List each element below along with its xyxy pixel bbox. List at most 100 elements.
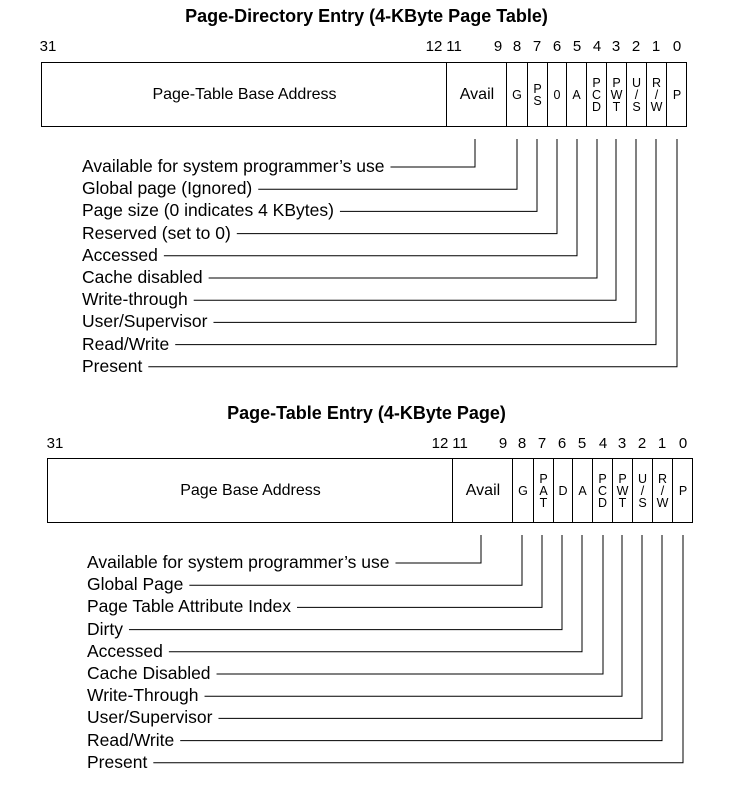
flag-label: R [657,471,668,486]
legend-label: Write-through [82,289,188,310]
flag-label: D [558,483,568,498]
bit-number: 31 [46,435,64,452]
flag-label: S [632,99,641,114]
legend-label: Read/Write [82,333,170,354]
bit-number: 7 [537,435,547,452]
legend-label: Page size (0 indicates 4 KBytes) [82,200,334,221]
avail-field: Avail [452,459,513,522]
flag-label: T [618,495,627,510]
bit-number: 1 [651,38,661,55]
flag-bit-cell: A [572,459,592,522]
legend-label: Page Table Attribute Index [87,596,291,617]
bit-number: 2 [631,38,641,55]
flag-label: U [637,471,648,486]
flag-label: C [597,483,608,498]
base-address-field: Page Base Address [180,481,321,499]
flag-label: A [578,483,587,498]
bit-number: 11 [446,38,462,55]
flag-bit-cell: A [566,63,586,126]
flag-label: P [539,471,548,486]
bit-number: 12 [431,435,449,452]
bit-number: 4 [592,38,602,55]
flag-bit-cell: G [506,63,527,126]
flag-label: T [539,495,548,510]
flag-label: / [660,483,665,498]
flag-label: P [592,75,601,90]
legend-label: Global page (Ignored) [82,178,253,199]
flag-label: P [612,75,621,90]
bit-number: 3 [611,38,621,55]
flag-label: D [591,99,602,114]
legend-label: Dirty [87,618,123,639]
legend-label: Accessed [87,640,163,661]
bit-number: 5 [572,38,582,55]
bit-number: 9 [493,38,503,55]
legend-label: Write-Through [87,685,199,706]
bit-number: 6 [552,38,562,55]
avail-field: Avail [446,63,507,126]
flag-bit-cell: P [666,63,687,126]
flag-label: W [610,87,623,102]
bit-number: 7 [532,38,542,55]
flag-bit-cell: R/W [652,459,672,522]
legend-label: Cache disabled [82,267,203,287]
legend-label: Available for system programmer’s use [82,156,385,176]
flag-bit-cell: U/S [632,459,652,522]
flag-label: S [533,93,542,108]
flag-bit-cell: P [672,459,693,522]
legend-label: Global Page [87,574,184,595]
flag-label: P [598,471,607,486]
flag-label: U [631,75,642,90]
legend-label: Present [82,355,143,376]
bit-number: 8 [517,435,527,452]
flag-label: W [656,495,669,510]
flag-label: / [634,87,639,102]
flag-bit-cell: R/W [646,63,666,126]
flag-label: P [672,87,682,102]
bit-number: 12 [425,38,443,55]
flag-label: W [616,483,629,498]
legend-label: User/Supervisor [87,707,213,728]
bit-number: 8 [512,38,522,55]
legend-label: Cache Disabled [87,663,211,683]
bit-number: 11 [452,435,468,452]
flag-label: R [651,75,662,90]
flag-label: A [572,87,581,102]
flag-label: / [654,87,659,102]
flag-label: G [518,483,528,498]
legend-label: Read/Write [87,729,175,750]
legend-label: Present [87,751,148,772]
diagram-title: Page-Table Entry (4-KByte Page) [227,403,506,423]
legend-label: User/Supervisor [82,311,208,332]
diagram-title: Page-Directory Entry (4-KByte Page Table… [185,6,548,26]
flag-label: A [539,483,548,498]
legend-label: Accessed [82,244,158,265]
leader-line [395,535,482,564]
flag-label: / [640,483,645,498]
flag-label: 0 [553,87,561,102]
flag-label: C [591,87,602,102]
base-address-field: Page-Table Base Address [152,85,337,103]
flag-label: G [512,87,522,102]
flag-label: P [533,81,542,96]
bit-number: 0 [678,435,688,452]
flag-label: D [597,495,608,510]
flag-bit-cell: G [512,459,533,522]
flag-bit-cell: 0 [547,63,566,126]
flag-bit-cell: D [553,459,572,522]
bit-number: 3 [617,435,627,452]
bit-number: 0 [672,38,682,55]
flag-label: W [650,99,663,114]
legend-label: Reserved (set to 0) [82,222,231,243]
flag-label: P [678,483,688,498]
flag-label: T [612,99,621,114]
bit-number: 6 [557,435,567,452]
